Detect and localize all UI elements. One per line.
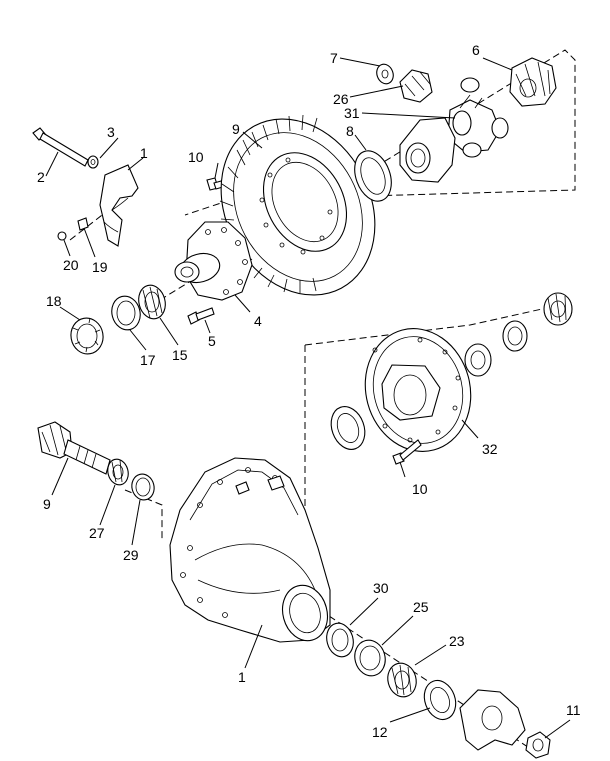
part-seal-30 xyxy=(326,622,354,658)
callout-18: 18 xyxy=(46,293,62,309)
callout-6: 6 xyxy=(472,42,480,58)
callout-20: 20 xyxy=(63,257,79,273)
part-bearing-cup-25 xyxy=(354,639,386,677)
part-bolt-5 xyxy=(187,307,215,325)
callout-29: 29 xyxy=(123,547,139,563)
callout-9-pinion: 9 xyxy=(43,496,51,512)
part-bearing-cup-17 xyxy=(111,295,141,331)
callout-27: 27 xyxy=(89,525,105,541)
part-washer-7 xyxy=(376,63,394,85)
callout-31: 31 xyxy=(344,105,360,121)
part-carrier-housing-1 xyxy=(169,457,331,643)
callout-32: 32 xyxy=(482,441,498,457)
callout-19: 19 xyxy=(92,259,108,275)
part-adjuster-nut-18 xyxy=(70,317,104,355)
part-screw-20 xyxy=(57,231,67,241)
part-bearing-cone-23 xyxy=(387,662,417,698)
part-side-gear-6 xyxy=(509,57,557,107)
callout-25: 25 xyxy=(413,599,429,615)
callout-15: 15 xyxy=(172,347,188,363)
part-seal-12 xyxy=(423,679,457,721)
callout-7: 7 xyxy=(330,50,338,66)
callout-labels: 7 6 26 31 9 8 3 1 10 2 20 19 18 4 5 15 1… xyxy=(37,42,581,740)
callout-8: 8 xyxy=(346,123,354,139)
ring-gear-bolt-holes xyxy=(259,157,333,255)
housing-bolt-holes xyxy=(180,467,278,618)
callout-23: 23 xyxy=(449,633,465,649)
case-bolt-holes xyxy=(205,227,248,295)
part-drive-pinion-9 xyxy=(37,421,111,475)
callout-5: 5 xyxy=(208,333,216,349)
part-bearing-cup-29 xyxy=(131,473,155,501)
part-pinion-gear-26 xyxy=(399,69,433,103)
callout-12: 12 xyxy=(372,724,388,740)
part-nut-11 xyxy=(525,731,551,759)
part-yoke xyxy=(459,689,526,751)
case-half-bolt-holes xyxy=(372,337,461,443)
part-bearing-cone-15 xyxy=(138,284,166,320)
part-bolt-10-lower xyxy=(392,439,422,465)
part-side-gear-hub xyxy=(399,117,456,183)
callout-10-upper: 10 xyxy=(188,149,204,165)
part-washer-right xyxy=(330,406,366,450)
part-upper-right-bearing xyxy=(464,292,573,377)
callout-1-housing: 1 xyxy=(238,669,246,685)
callout-10-lower: 10 xyxy=(412,481,428,497)
callout-11: 11 xyxy=(566,702,581,718)
part-bearing-27 xyxy=(107,458,129,486)
part-bearing-cap-1 xyxy=(99,164,139,247)
part-washer-3 xyxy=(87,155,99,169)
part-differential-case-4 xyxy=(174,221,253,301)
part-thrust-washer-8 xyxy=(354,150,392,202)
callout-leader-lines xyxy=(45,57,571,739)
part-bolt-2 xyxy=(32,127,89,167)
callout-30: 30 xyxy=(373,580,389,596)
callout-9-ring: 9 xyxy=(232,121,240,137)
callout-2: 2 xyxy=(37,169,45,185)
callout-3: 3 xyxy=(107,124,115,140)
part-case-half-32 xyxy=(364,328,472,452)
callout-26: 26 xyxy=(333,91,349,107)
part-spider-31 xyxy=(447,77,509,158)
callout-4: 4 xyxy=(254,313,262,329)
callout-1-cap: 1 xyxy=(140,145,148,161)
callout-17: 17 xyxy=(140,352,156,368)
part-plate-19 xyxy=(77,217,89,231)
